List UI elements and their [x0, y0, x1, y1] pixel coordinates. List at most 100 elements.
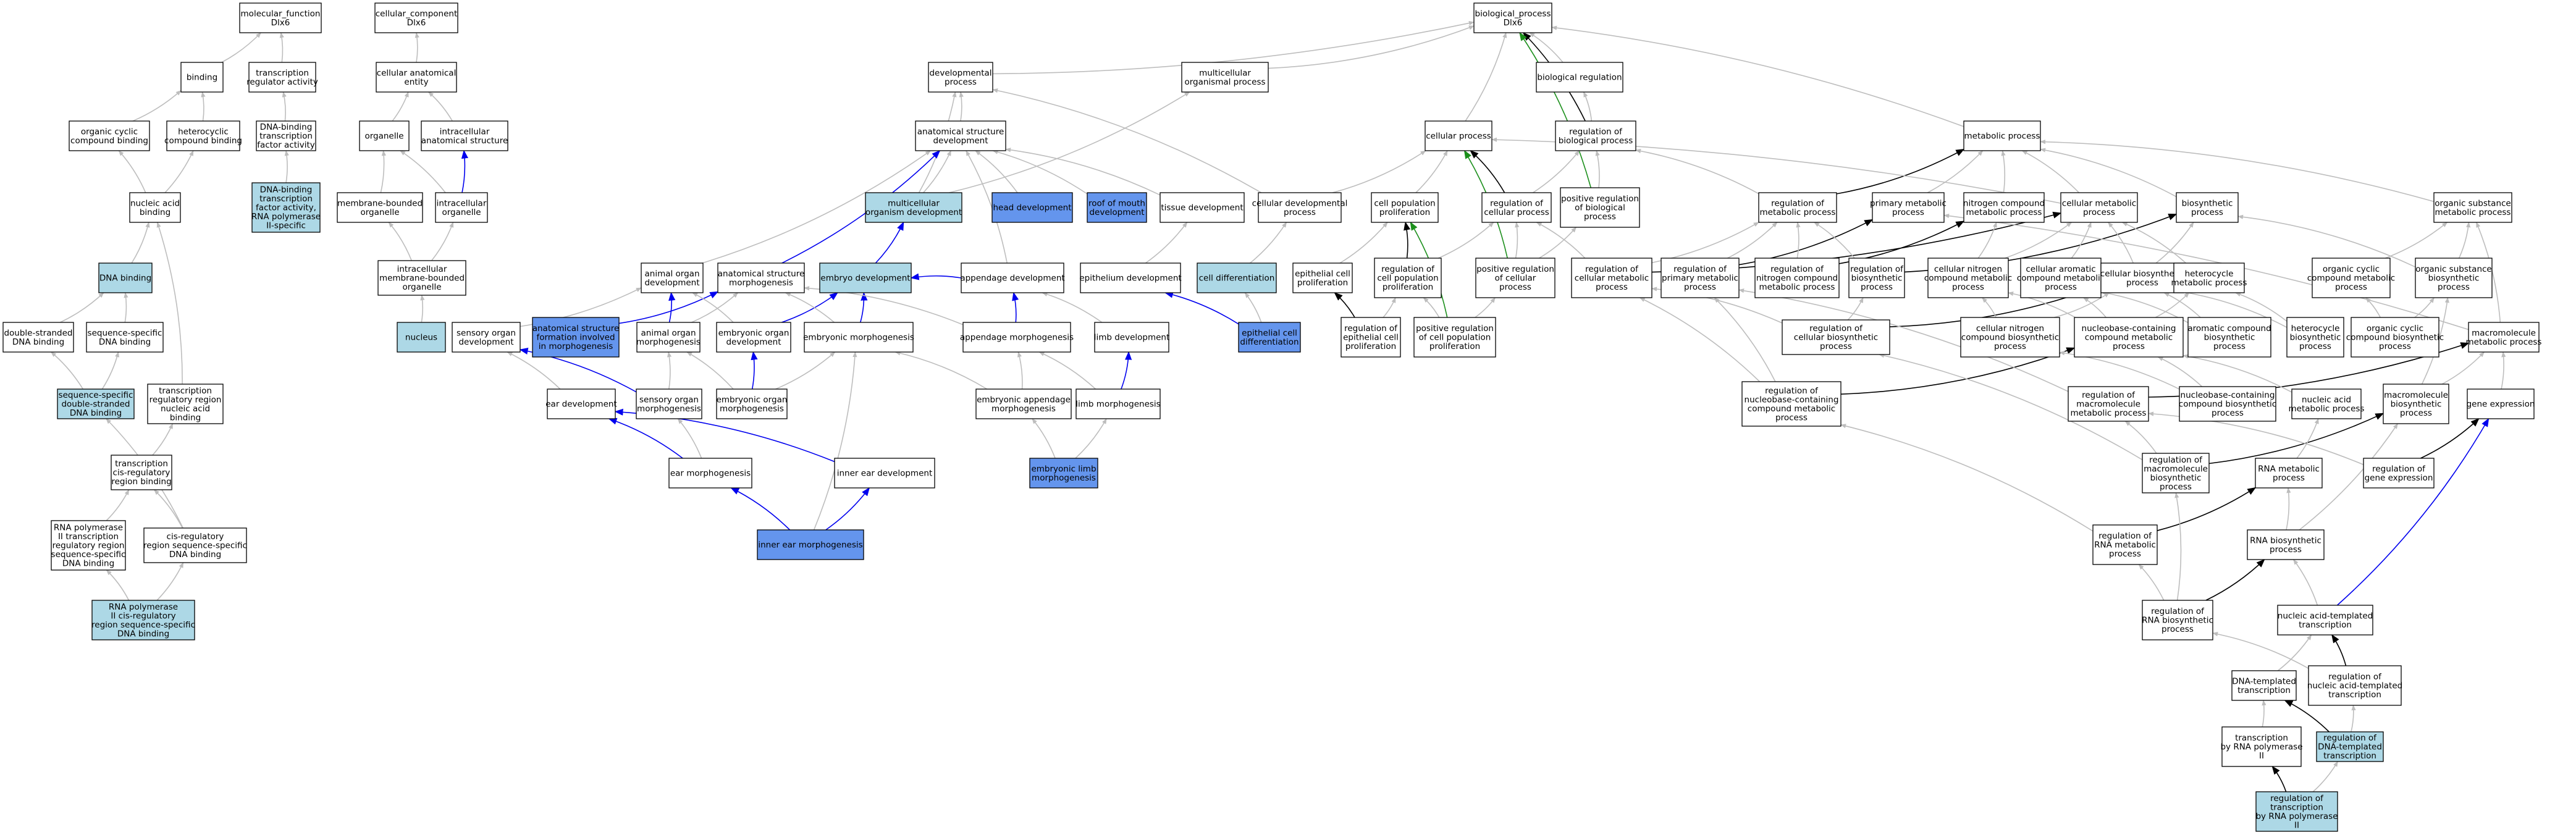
go-term-node-geneexp[interactable]: gene expression: [2467, 388, 2535, 419]
go-term-node-binding[interactable]: binding: [180, 62, 224, 93]
go-term-node-ed[interactable]: ear development: [545, 388, 617, 419]
go-term-node-emorph[interactable]: embryonic morphogenesis: [803, 322, 914, 353]
go-term-node-embdev[interactable]: embryo development: [819, 262, 912, 293]
go-term-node-appdev[interactable]: appendage development: [960, 262, 1065, 293]
go-term-node-appmorph[interactable]: appendage morphogenesis: [960, 322, 1074, 353]
go-term-node-celldiff[interactable]: cell differentiation: [1197, 262, 1277, 293]
go-term-node-breg[interactable]: biological regulation: [1536, 62, 1623, 93]
go-term-node-nucleus[interactable]: nucleus: [397, 322, 446, 353]
go-term-node-earmorph[interactable]: ear morphogenesis: [668, 458, 752, 489]
go-term-node-ied[interactable]: inner ear development: [834, 458, 935, 489]
go-term-node-limbmorph[interactable]: limb morphogenesis: [1075, 388, 1161, 419]
go-term-node-iem[interactable]: inner ear morphogenesis: [757, 529, 864, 560]
go-term-node-tissuedev[interactable]: tissue development: [1160, 192, 1245, 223]
go-term-node-limbdev[interactable]: limb development: [1094, 322, 1170, 353]
go-term-node-cp[interactable]: cellular process: [1425, 120, 1492, 151]
go-term-node-dnab[interactable]: DNA binding: [98, 262, 153, 293]
go-term-node-organelle[interactable]: organelle: [359, 120, 410, 151]
go-term-node-epidev[interactable]: epithelium development: [1079, 262, 1182, 293]
go-term-node-rmmbsp[interactable]: regulation ofmacromoleculebiosyntheticpr…: [2142, 453, 2210, 493]
go-term-node-rnbccmp[interactable]: regulation ofnucleobase-containingcompou…: [1741, 381, 1842, 427]
go-term-node-mp[interactable]: metabolic process: [1963, 120, 2041, 151]
